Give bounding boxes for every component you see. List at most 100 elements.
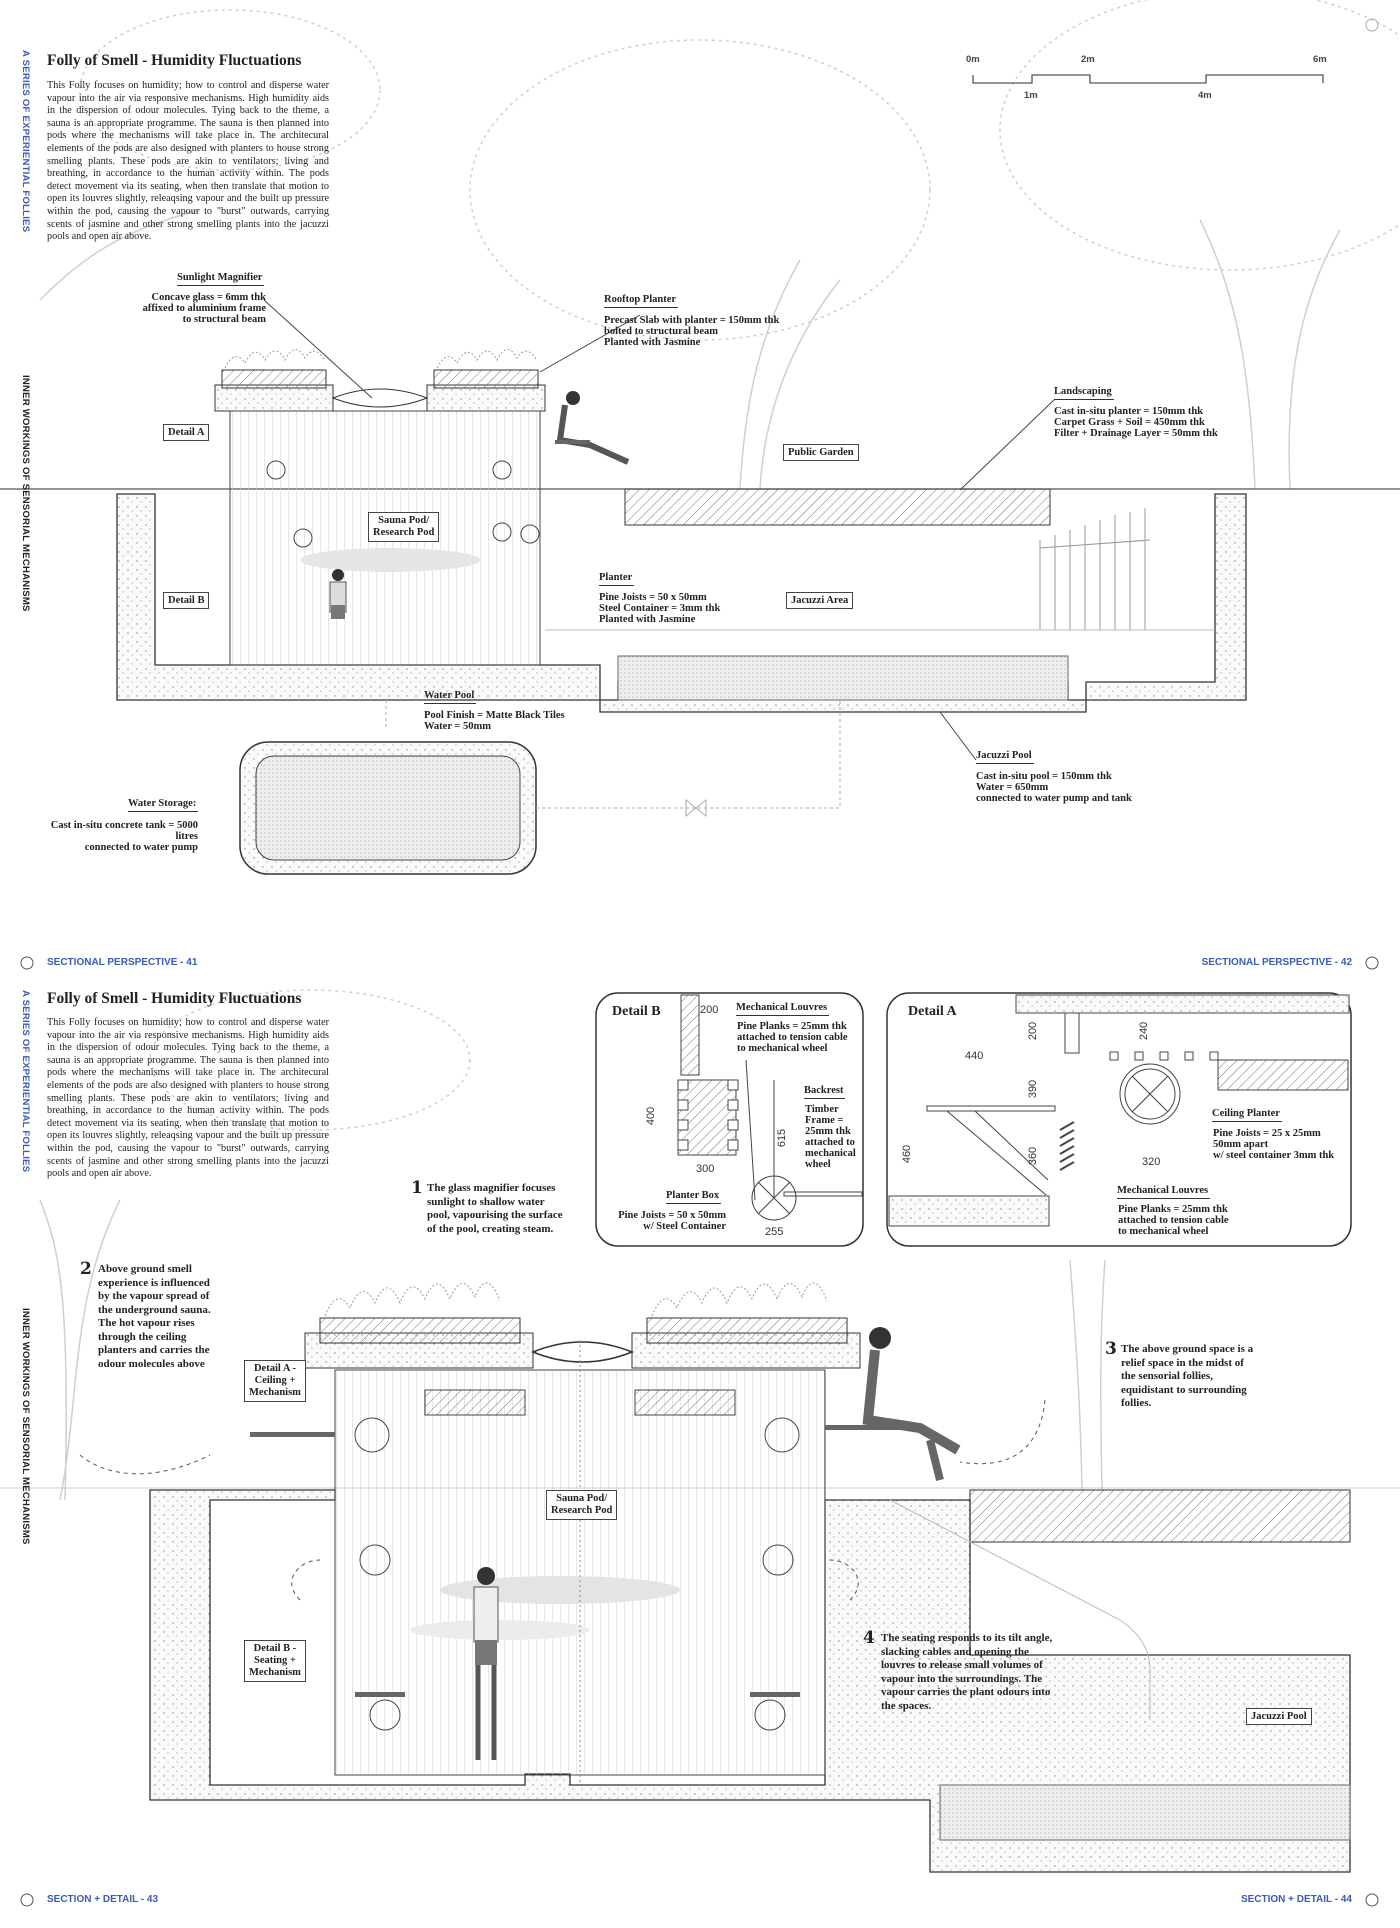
scale-bar [972,74,1324,84]
mechanical-wheels-bottom [354,1417,800,1731]
page-title-bottom: Folly of Smell - Humidity Fluctuations [47,990,302,1007]
planted-jasmine [224,349,538,369]
landscape-planter [624,488,1051,526]
dim-200: 200 [700,1004,719,1016]
detail-b-drawing [677,994,863,1221]
person-in-sauna-bottom [473,1567,499,1760]
page-marker-right [1365,956,1379,970]
seat-right [750,1692,800,1697]
rooftop-planter-right-bottom [646,1317,848,1344]
person-in-sauna [329,569,347,619]
section-structure-bottom [0,1282,1400,1873]
ceiling-planter-right [634,1389,736,1416]
jacuzzi-area-tag: Jacuzzi Area [786,592,854,609]
water-storage-tank [239,700,841,875]
landscape-planter-bottom [969,1489,1351,1543]
detail-a-title: Detail A [908,1004,957,1019]
detail-a-louvres-spec: Pine Planks = 25mm thk attached to tensi… [1118,1204,1229,1237]
footer-page-42: SECTIONAL PERSPECTIVE - 42 [1201,957,1352,968]
side-title-inner-bottom: INNER WORKINGS OF SENSORIAL MECHANISMS [20,1308,31,1545]
page-marker-top [1365,18,1379,32]
footer-page-43: SECTION + DETAIL - 43 [47,1894,159,1905]
bench-bottom-left [250,1432,335,1437]
water-pipe [536,700,841,809]
dim-320: 320 [1142,1156,1161,1168]
scale-label-6m: 6m [1313,54,1327,65]
detail-b-backrest-heading: Backrest [804,1085,846,1099]
jacuzzi-pool-water [617,655,1069,701]
detail-b-backrest-spec: Timber Frame = 25mm thk attached to mech… [805,1104,856,1170]
side-title-series: A SERIES OF EXPERIENTIAL FOLLIES [20,50,31,233]
planted-jasmine-bottom [324,1282,828,1317]
planter-spec: Pine Joists = 50 x 50mm Steel Container … [599,592,721,625]
note-4-number: 4 [863,1628,875,1648]
steam-cloud-bottom [440,1576,680,1604]
tree-canopy-left [79,9,381,171]
detail-a-tag: Detail A [163,424,210,441]
detail-b-title: Detail B [612,1004,661,1019]
person-reading-top [556,391,630,465]
page-title: Folly of Smell - Humidity Fluctuations [47,52,302,69]
detail-a-drawing [888,994,1350,1227]
detail-a-frame [886,992,1352,1247]
roof-slab-right [426,384,546,412]
roof-slab-left [214,384,334,412]
page-marker-left-bottom [20,1893,34,1907]
sauna-pod-tag: Sauna Pod/ Research Pod [368,512,440,542]
footer-page-41: SECTIONAL PERSPECTIVE - 41 [47,957,198,968]
page-marker-right-bottom [1365,1893,1379,1907]
jacuzzi-pool-callout: Jacuzzi Pool [1246,1708,1312,1725]
water-pool-spec: Pool Finish = Matte Black Tiles Water = … [424,710,565,732]
dim-615: 615 [776,1128,789,1148]
dim-460: 460 [901,1144,914,1164]
water-storage-spec: Cast in-situ concrete tank = 5000 litres… [50,820,198,853]
detail-b-planter-heading: Planter Box [666,1190,722,1204]
public-garden-tag: Public Garden [783,444,859,461]
detail-b-planter-spec: Pine Joists = 50 x 50mm w/ Steel Contain… [618,1210,726,1232]
footer-page-44: SECTION + DETAIL - 44 [1240,1894,1352,1905]
vapour-arrows [79,1399,1046,1601]
rooftop-planter-spec: Precast Slab with planter = 150mm thk bo… [604,315,780,348]
sunlight-magnifier-spec: Concave glass = 6mm thk affixed to alumi… [142,292,266,325]
pipe-valve [685,798,707,818]
background-trees [39,0,1400,490]
leader-lines [263,299,1055,761]
landscaping-heading: Landscaping [1054,386,1114,400]
landscaping-spec: Cast in-situ planter = 150mm thk Carpet … [1054,406,1218,439]
page-marker-left [20,956,34,970]
jacuzzi-pool-water-bottom [939,1784,1351,1841]
intro-paragraph: This Folly focuses on humidity; how to c… [47,80,329,243]
scale-label-2m: 2m [1081,54,1095,65]
dim-390: 390 [1027,1079,1040,1099]
sauna-pod-callout: Sauna Pod/ Research Pod [546,1490,618,1520]
water-pool-heading: Water Pool [424,690,477,704]
scale-label-0m: 0m [966,54,980,65]
steam-cloud [300,548,480,572]
tree-canopy-right [999,0,1400,271]
steam-cloud-bottom-2 [410,1620,590,1640]
detail-a-louvres-heading: Mechanical Louvres [1117,1185,1211,1199]
detail-b-callout: Detail B - Seating + Mechanism [244,1640,306,1682]
tree-trunk-center [739,259,841,490]
detail-b-tag: Detail B [163,592,210,609]
planter-heading: Planter [599,572,635,586]
tree-canopy-center [469,39,931,341]
dim-255: 255 [765,1226,784,1238]
sunlight-magnifier-glass [331,388,429,408]
dim-240: 240 [1138,1021,1151,1041]
bench-bottom-right [825,1425,915,1430]
scale-label-1m: 1m [1024,90,1038,101]
note-3-number: 3 [1105,1339,1117,1359]
mechanical-wheels [266,460,540,548]
jacuzzi-pool-spec: Cast in-situ pool = 150mm thk Water = 65… [976,771,1132,804]
tree-branch-left [39,209,201,301]
concrete-wall-bottom [149,1489,1351,1873]
underground-structure-top [116,488,1247,713]
intro-paragraph-bottom: This Folly focuses on humidity; how to c… [47,1017,329,1180]
note-3-text: The above ground space is a relief space… [1121,1343,1254,1409]
tree-trunk-right [1199,219,1341,490]
jacuzzi-pool-heading: Jacuzzi Pool [976,750,1034,764]
rooftop-planter-heading: Rooftop Planter [604,294,679,308]
note-2-number: 2 [80,1259,92,1279]
